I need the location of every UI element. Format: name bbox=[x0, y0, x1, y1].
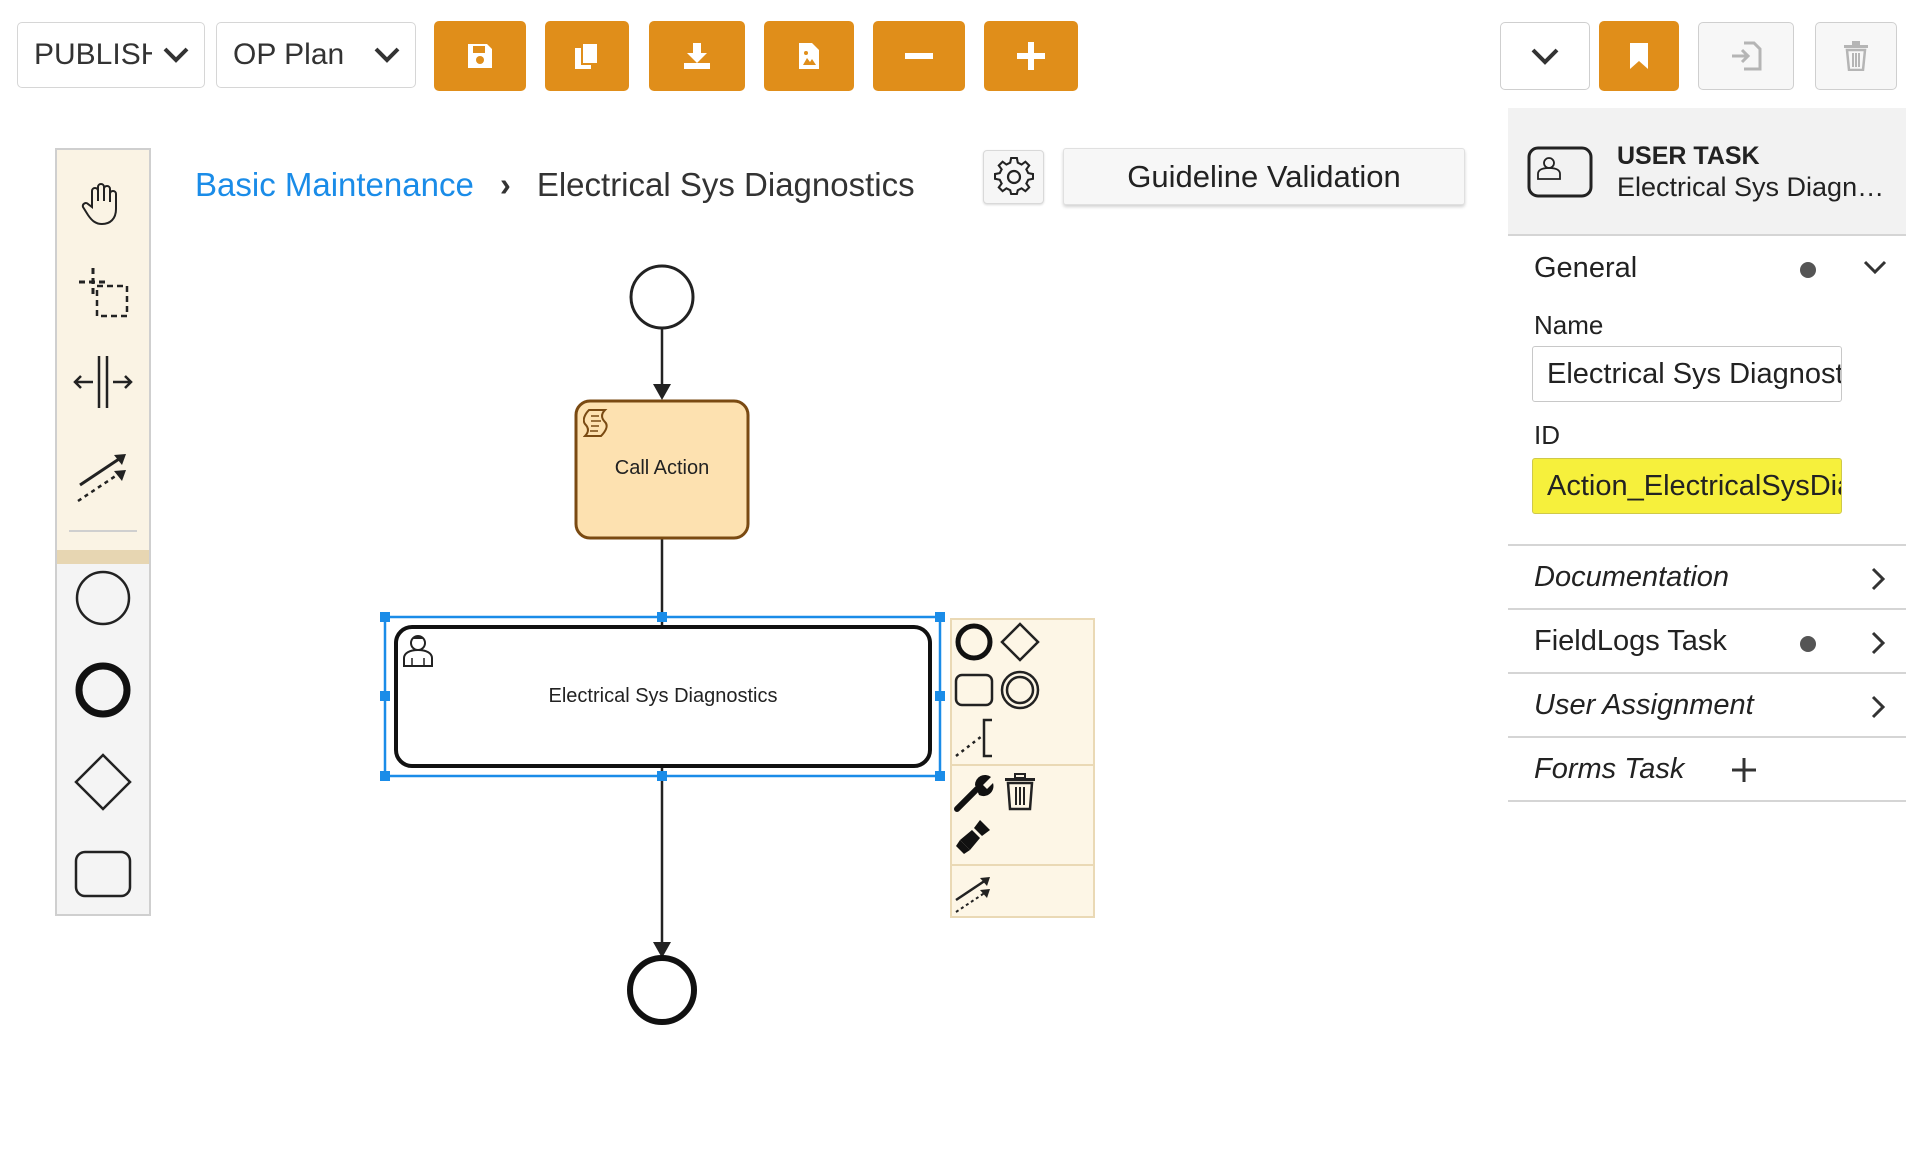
status-select-value: PUBLISH bbox=[34, 38, 152, 71]
section-general-label: General bbox=[1534, 251, 1638, 284]
section-forms-task[interactable]: Forms Task bbox=[1508, 738, 1906, 802]
gear-icon bbox=[993, 157, 1034, 196]
user-task-label: Electrical Sys Diagnostics bbox=[548, 685, 778, 707]
guideline-validation-button[interactable]: Guideline Validation bbox=[1063, 148, 1465, 205]
import-button[interactable] bbox=[1698, 22, 1794, 90]
panel-header: USER TASK Electrical Sys Diagnostics bbox=[1508, 108, 1906, 236]
breadcrumb-separator: › bbox=[499, 166, 511, 203]
breadcrumb-current: Electrical Sys Diagnostics bbox=[536, 166, 915, 203]
append-intermediate-event-icon[interactable] bbox=[998, 668, 1042, 712]
append-task-icon[interactable] bbox=[952, 668, 996, 712]
section-documentation-label: Documentation bbox=[1534, 560, 1730, 593]
connect-tool-icon[interactable] bbox=[69, 440, 137, 508]
context-pad-divider bbox=[952, 764, 1093, 766]
section-user-assignment-label: User Assignment bbox=[1534, 688, 1754, 721]
download-icon bbox=[684, 43, 710, 69]
chevron-down-icon bbox=[374, 47, 400, 63]
wrench-icon[interactable] bbox=[952, 770, 996, 814]
delete-button[interactable] bbox=[1815, 22, 1897, 90]
chevron-down-icon bbox=[1863, 260, 1887, 275]
id-label: ID bbox=[1534, 420, 1560, 450]
append-end-event-icon[interactable] bbox=[952, 620, 996, 664]
paintbrush-icon[interactable] bbox=[952, 814, 996, 858]
space-tool-icon[interactable] bbox=[69, 348, 137, 416]
panel-element-name: Electrical Sys Diagnostics bbox=[1617, 172, 1897, 202]
name-input[interactable]: Electrical Sys Diagnostics bbox=[1532, 346, 1842, 402]
section-user-assignment[interactable]: User Assignment bbox=[1508, 674, 1906, 738]
palette-tools-group bbox=[57, 150, 149, 564]
call-action-label: Call Action bbox=[614, 457, 710, 479]
save-button[interactable] bbox=[434, 21, 526, 91]
zoom-out-button[interactable] bbox=[873, 21, 965, 91]
sequence-flow bbox=[653, 766, 671, 958]
section-documentation[interactable]: Documentation bbox=[1508, 546, 1906, 610]
tool-palette bbox=[55, 148, 151, 916]
status-dot bbox=[1800, 636, 1816, 652]
save-icon bbox=[468, 44, 492, 68]
plus-icon[interactable] bbox=[1730, 756, 1758, 784]
start-event[interactable] bbox=[629, 264, 695, 330]
lasso-tool-icon[interactable] bbox=[69, 258, 137, 326]
breadcrumb: Basic Maintenance › Electrical Sys Diagn… bbox=[195, 166, 915, 204]
script-icon bbox=[582, 408, 609, 443]
image-file-icon bbox=[799, 43, 819, 69]
gateway-icon[interactable] bbox=[69, 748, 137, 816]
chevron-right-icon bbox=[1871, 631, 1886, 655]
palette-divider bbox=[69, 530, 137, 532]
end-event-icon[interactable] bbox=[69, 656, 137, 724]
status-dot bbox=[1800, 262, 1816, 278]
chevron-down-icon bbox=[1531, 48, 1559, 65]
trash-icon bbox=[1844, 41, 1868, 71]
export-image-button[interactable] bbox=[764, 21, 854, 91]
context-pad bbox=[950, 618, 1095, 918]
properties-panel: USER TASK Electrical Sys Diagnostics Gen… bbox=[1508, 108, 1906, 1162]
section-divider bbox=[1508, 544, 1906, 546]
zoom-in-button[interactable] bbox=[984, 21, 1078, 91]
section-forms-task-label: Forms Task bbox=[1534, 752, 1685, 785]
bookmark-icon bbox=[1630, 43, 1648, 69]
status-select[interactable]: PUBLISH bbox=[17, 22, 205, 88]
context-pad-divider bbox=[952, 864, 1093, 866]
import-icon bbox=[1732, 41, 1762, 71]
copy-icon bbox=[575, 42, 599, 69]
append-gateway-icon[interactable] bbox=[998, 620, 1042, 664]
end-event[interactable] bbox=[627, 955, 697, 1025]
sequence-flow bbox=[653, 328, 671, 400]
chevron-right-icon bbox=[1871, 567, 1886, 591]
plus-icon bbox=[1017, 42, 1045, 70]
settings-button[interactable] bbox=[983, 150, 1044, 204]
panel-element-type: USER TASK bbox=[1617, 142, 1760, 170]
download-button[interactable] bbox=[649, 21, 745, 91]
task-icon[interactable] bbox=[69, 840, 137, 908]
trash-icon[interactable] bbox=[998, 770, 1042, 814]
section-general[interactable]: General bbox=[1508, 236, 1906, 300]
more-dropdown-button[interactable] bbox=[1500, 22, 1590, 90]
name-label: Name bbox=[1534, 310, 1604, 340]
text-annotation-icon[interactable] bbox=[952, 716, 996, 760]
connect-icon[interactable] bbox=[952, 870, 996, 914]
minus-icon bbox=[905, 53, 933, 59]
chevron-down-icon bbox=[163, 47, 189, 63]
bookmark-button[interactable] bbox=[1599, 21, 1679, 91]
user-icon bbox=[401, 632, 435, 673]
hand-tool-icon[interactable] bbox=[69, 168, 137, 236]
chevron-right-icon bbox=[1871, 695, 1886, 719]
section-fieldlogs-label: FieldLogs Task bbox=[1534, 624, 1727, 657]
section-fieldlogs[interactable]: FieldLogs Task bbox=[1508, 610, 1906, 674]
plan-select[interactable]: OP Plan bbox=[216, 22, 416, 88]
user-task-icon bbox=[1527, 146, 1593, 203]
copy-button[interactable] bbox=[545, 21, 629, 91]
plan-select-value: OP Plan bbox=[233, 38, 345, 71]
start-event-icon[interactable] bbox=[69, 564, 137, 632]
breadcrumb-parent-link[interactable]: Basic Maintenance bbox=[195, 166, 474, 203]
